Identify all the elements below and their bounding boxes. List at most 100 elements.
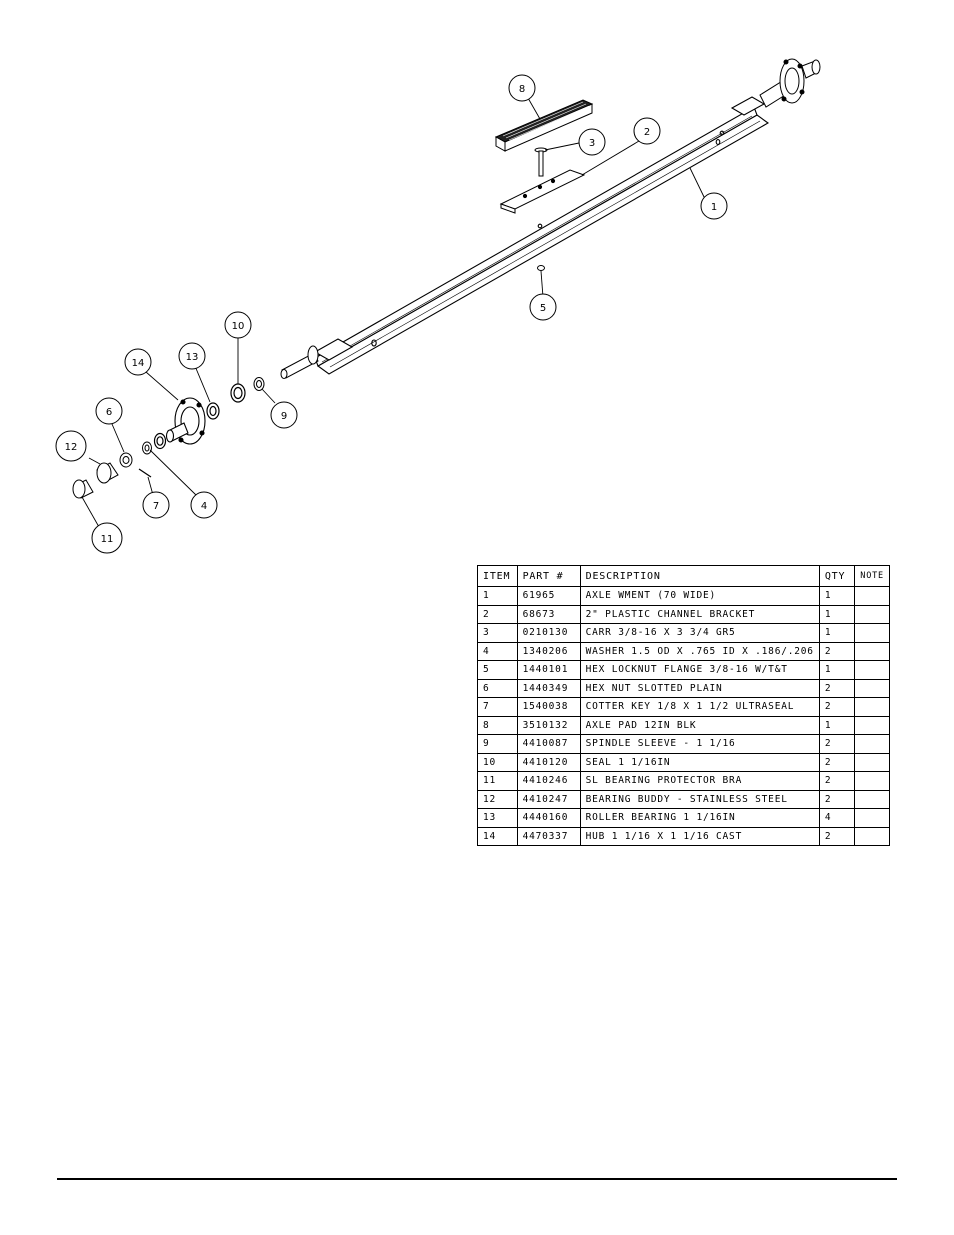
left-spindle <box>280 345 319 379</box>
roller-bearing-outer <box>153 432 167 450</box>
cell-qty: 2 <box>818 678 856 698</box>
cell-part-number: 1540038 <box>516 697 581 717</box>
roller-bearing-inner <box>206 402 220 420</box>
header-qty: QTY <box>818 565 856 587</box>
svg-text:3: 3 <box>589 138 595 149</box>
svg-text:9: 9 <box>281 411 287 422</box>
cell-note <box>854 586 890 606</box>
cell-part-number: 0210130 <box>516 623 581 643</box>
bearing-protector <box>72 479 94 499</box>
svg-text:2: 2 <box>644 127 650 138</box>
header-item: ITEM <box>477 565 518 587</box>
cell-qty: 2 <box>818 734 856 754</box>
cell-part-number: 4440160 <box>516 808 581 828</box>
washer <box>142 441 152 455</box>
callout-11: 11 <box>91 522 123 554</box>
svg-text:5: 5 <box>540 303 546 314</box>
cell-description: CARR 3/8-16 X 3 3/4 GR5 <box>579 623 820 643</box>
callout-6: 6 <box>95 397 123 425</box>
cell-note <box>854 604 890 624</box>
cell-description: WASHER 1.5 OD X .765 ID X .186/.206 <box>579 641 820 661</box>
cell-note <box>854 771 890 791</box>
cell-qty: 1 <box>818 715 856 735</box>
header-part-number: PART # <box>516 565 581 587</box>
cell-description: HUB 1 1/16 X 1 1/16 CAST <box>579 826 820 846</box>
callout-8: 8 <box>508 74 536 102</box>
locknut <box>537 265 545 271</box>
cell-qty: 4 <box>818 808 856 828</box>
leader-lines <box>81 97 706 528</box>
cell-note <box>854 752 890 772</box>
cell-note <box>854 623 890 643</box>
exploded-axle-drawing: 8 3 2 1 5 10 1 <box>55 58 821 554</box>
callout-5: 5 <box>529 293 557 321</box>
cell-qty: 1 <box>818 623 856 643</box>
cell-part-number: 61965 <box>516 586 581 606</box>
svg-text:13: 13 <box>186 352 199 363</box>
cell-part-number: 4410247 <box>516 789 581 809</box>
cell-item: 4 <box>477 641 518 661</box>
cell-item: 14 <box>477 826 518 846</box>
cell-item: 3 <box>477 623 518 643</box>
footer-rule <box>57 1178 897 1180</box>
cell-item: 7 <box>477 697 518 717</box>
cell-description: SEAL 1 1/16IN <box>579 752 820 772</box>
header-note: NOTE <box>854 565 890 587</box>
svg-text:14: 14 <box>132 358 145 369</box>
cell-part-number: 1440349 <box>516 678 581 698</box>
cell-description: BEARING BUDDY - STAINLESS STEEL <box>579 789 820 809</box>
carriage-bolt <box>534 147 548 177</box>
callout-12: 12 <box>55 430 87 462</box>
callout-1: 1 <box>700 192 728 220</box>
cell-note <box>854 734 890 754</box>
cell-qty: 1 <box>818 660 856 680</box>
cell-item: 13 <box>477 808 518 828</box>
callout-balloons: 8 3 2 1 5 10 1 <box>55 74 728 554</box>
cell-item: 2 <box>477 604 518 624</box>
cell-description: AXLE WMENT (70 WIDE) <box>579 586 820 606</box>
svg-text:12: 12 <box>65 442 78 453</box>
cell-item: 9 <box>477 734 518 754</box>
header-description: DESCRIPTION <box>579 565 820 587</box>
cell-description: SL BEARING PROTECTOR BRA <box>579 771 820 791</box>
callout-14: 14 <box>124 348 152 376</box>
cell-description: HEX NUT SLOTTED PLAIN <box>579 678 820 698</box>
svg-text:7: 7 <box>153 501 159 512</box>
cotter-key <box>138 468 152 478</box>
cell-part-number: 68673 <box>516 604 581 624</box>
cell-part-number: 4410120 <box>516 752 581 772</box>
cell-qty: 2 <box>818 771 856 791</box>
cell-item: 6 <box>477 678 518 698</box>
cell-part-number: 4410087 <box>516 734 581 754</box>
hub <box>165 397 206 445</box>
callout-7: 7 <box>142 491 170 519</box>
cell-item: 11 <box>477 771 518 791</box>
cell-description: SPINDLE SLEEVE - 1 1/16 <box>579 734 820 754</box>
svg-text:4: 4 <box>201 501 207 512</box>
cell-qty: 2 <box>818 752 856 772</box>
callout-10: 10 <box>224 311 252 339</box>
cell-description: AXLE PAD 12IN BLK <box>579 715 820 735</box>
cell-qty: 2 <box>818 826 856 846</box>
cell-note <box>854 697 890 717</box>
callout-3: 3 <box>578 128 606 156</box>
cell-description: 2" PLASTIC CHANNEL BRACKET <box>579 604 820 624</box>
cell-note <box>854 808 890 828</box>
axle-tube <box>313 96 770 375</box>
channel-bracket <box>499 169 586 214</box>
cell-note <box>854 826 890 846</box>
svg-text:10: 10 <box>232 321 245 332</box>
cell-note <box>854 660 890 680</box>
